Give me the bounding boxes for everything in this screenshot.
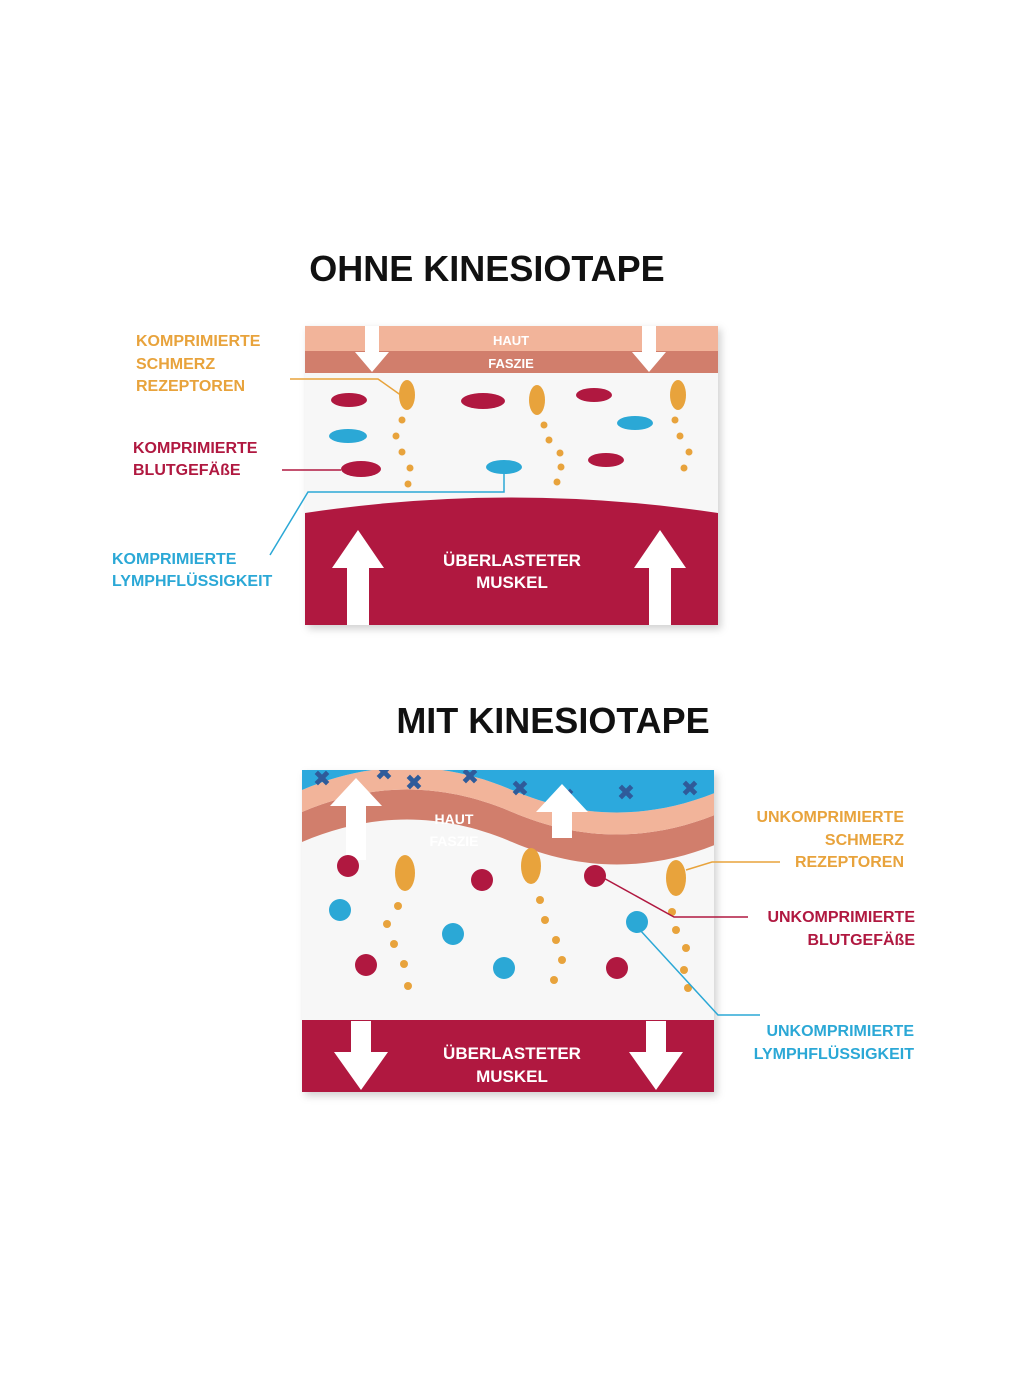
muscle-label-line1: ÜBERLASTETER bbox=[443, 551, 581, 570]
callout-lymph: UNKOMPRIMIERTE LYMPHFLÜSSIGKEIT bbox=[754, 1023, 915, 1063]
lymph-uncompressed bbox=[329, 899, 351, 921]
arrow-up-icon bbox=[634, 530, 686, 625]
callout-blood-vessels: KOMPRIMIERTE BLUTGEFÄßE bbox=[133, 440, 258, 479]
arrow-up-icon bbox=[536, 784, 588, 838]
leader-line-lymph bbox=[269, 474, 505, 556]
title-with-tape: MIT KINESIOTAPE bbox=[396, 700, 709, 741]
blood-vessel-compressed bbox=[588, 453, 624, 467]
arrow-down-icon bbox=[632, 326, 666, 372]
lymph-uncompressed bbox=[626, 911, 648, 933]
skin-label: HAUT bbox=[493, 333, 529, 348]
arrow-down-icon bbox=[355, 326, 389, 372]
svg-text:BLUTGEFÄßE: BLUTGEFÄßE bbox=[133, 461, 241, 479]
muscle-label-line2: MUSKEL bbox=[476, 1067, 548, 1086]
muscle-label-line1: ÜBERLASTETER bbox=[443, 1044, 581, 1063]
svg-text:✖: ✖ bbox=[375, 761, 393, 786]
callout-pain-receptors: KOMPRIMIERTE SCHMERZ REZEPTOREN bbox=[136, 333, 261, 395]
svg-text:REZEPTOREN: REZEPTOREN bbox=[136, 378, 245, 395]
leader-line-pain bbox=[290, 378, 403, 397]
lymph-compressed bbox=[617, 416, 653, 430]
arrow-down-icon bbox=[629, 1021, 683, 1090]
fascia-label: FASZIE bbox=[488, 356, 534, 371]
svg-text:✖: ✖ bbox=[511, 777, 529, 802]
callout-lymph: KOMPRIMIERTE LYMPHFLÜSSIGKEIT bbox=[112, 551, 273, 590]
fascia-layer bbox=[305, 351, 718, 373]
blood-vessel-compressed bbox=[341, 461, 381, 477]
kinesiotape-layer bbox=[302, 770, 714, 813]
pain-receptor-uncompressed bbox=[395, 855, 415, 891]
svg-text:✖: ✖ bbox=[681, 777, 699, 802]
leader-line-pain bbox=[685, 861, 780, 871]
svg-text:UNKOMPRIMIERTE: UNKOMPRIMIERTE bbox=[766, 1023, 914, 1040]
receptor-dots bbox=[392, 416, 693, 488]
blood-vessel-uncompressed bbox=[471, 869, 493, 891]
blood-vessel-uncompressed bbox=[606, 957, 628, 979]
pain-receptor-uncompressed bbox=[521, 848, 541, 884]
svg-text:UNKOMPRIMIERTE: UNKOMPRIMIERTE bbox=[756, 809, 904, 826]
svg-text:KOMPRIMIERTE: KOMPRIMIERTE bbox=[112, 551, 237, 568]
muscle-label-line2: MUSKEL bbox=[476, 573, 548, 592]
svg-text:KOMPRIMIERTE: KOMPRIMIERTE bbox=[133, 440, 258, 457]
muscle-layer bbox=[302, 1020, 714, 1092]
svg-text:SCHMERZ: SCHMERZ bbox=[825, 832, 904, 849]
lymph-uncompressed bbox=[493, 957, 515, 979]
skin-label: HAUT bbox=[435, 811, 474, 827]
svg-text:✖: ✖ bbox=[617, 781, 635, 806]
lymph-compressed bbox=[329, 429, 367, 443]
svg-text:✖: ✖ bbox=[461, 765, 479, 790]
skin-layer bbox=[302, 770, 714, 835]
svg-text:✖: ✖ bbox=[313, 767, 331, 792]
panel-with-tape: MIT KINESIOTAPE ✖✖✖ ✖✖✖ ✖✖ bbox=[302, 700, 915, 1092]
blood-vessel-uncompressed bbox=[584, 865, 606, 887]
fascia-layer bbox=[302, 789, 714, 865]
svg-text:BLUTGEFÄßE: BLUTGEFÄßE bbox=[807, 931, 915, 949]
lymph-uncompressed bbox=[442, 923, 464, 945]
pain-receptor-uncompressed bbox=[666, 860, 686, 896]
arrow-down-icon bbox=[334, 1021, 388, 1090]
muscle-layer bbox=[305, 497, 718, 625]
svg-text:✖: ✖ bbox=[405, 771, 423, 796]
panel-without-tape: OHNE KINESIOTAPE bbox=[112, 248, 718, 625]
blood-vessel-uncompressed bbox=[337, 855, 359, 877]
callout-blood-vessels: UNKOMPRIMIERTE BLUTGEFÄßE bbox=[767, 909, 915, 949]
blood-vessel-compressed bbox=[331, 393, 367, 407]
svg-text:UNKOMPRIMIERTE: UNKOMPRIMIERTE bbox=[767, 909, 915, 926]
svg-text:KOMPRIMIERTE: KOMPRIMIERTE bbox=[136, 333, 261, 350]
lymph-compressed bbox=[486, 460, 522, 474]
leader-line-blood bbox=[599, 875, 748, 918]
arrow-up-icon bbox=[330, 778, 382, 860]
receptor-dots bbox=[383, 896, 692, 992]
svg-text:REZEPTOREN: REZEPTOREN bbox=[795, 854, 904, 871]
blood-vessel-compressed bbox=[461, 393, 505, 409]
svg-text:LYMPHFLÜSSIGKEIT: LYMPHFLÜSSIGKEIT bbox=[112, 571, 273, 590]
callout-pain-receptors: UNKOMPRIMIERTE SCHMERZ REZEPTOREN bbox=[756, 809, 904, 871]
svg-text:LYMPHFLÜSSIGKEIT: LYMPHFLÜSSIGKEIT bbox=[754, 1044, 915, 1063]
blood-vessel-compressed bbox=[576, 388, 612, 402]
svg-text:SCHMERZ: SCHMERZ bbox=[136, 356, 215, 373]
blood-vessel-uncompressed bbox=[355, 954, 377, 976]
leader-line-lymph bbox=[639, 929, 760, 1016]
pain-receptor-compressed bbox=[670, 380, 686, 410]
title-without-tape: OHNE KINESIOTAPE bbox=[309, 248, 664, 289]
pain-receptor-compressed bbox=[399, 380, 415, 410]
pain-receptor-compressed bbox=[529, 385, 545, 415]
arrow-up-icon bbox=[332, 530, 384, 625]
fascia-label: FASZIE bbox=[429, 833, 478, 849]
